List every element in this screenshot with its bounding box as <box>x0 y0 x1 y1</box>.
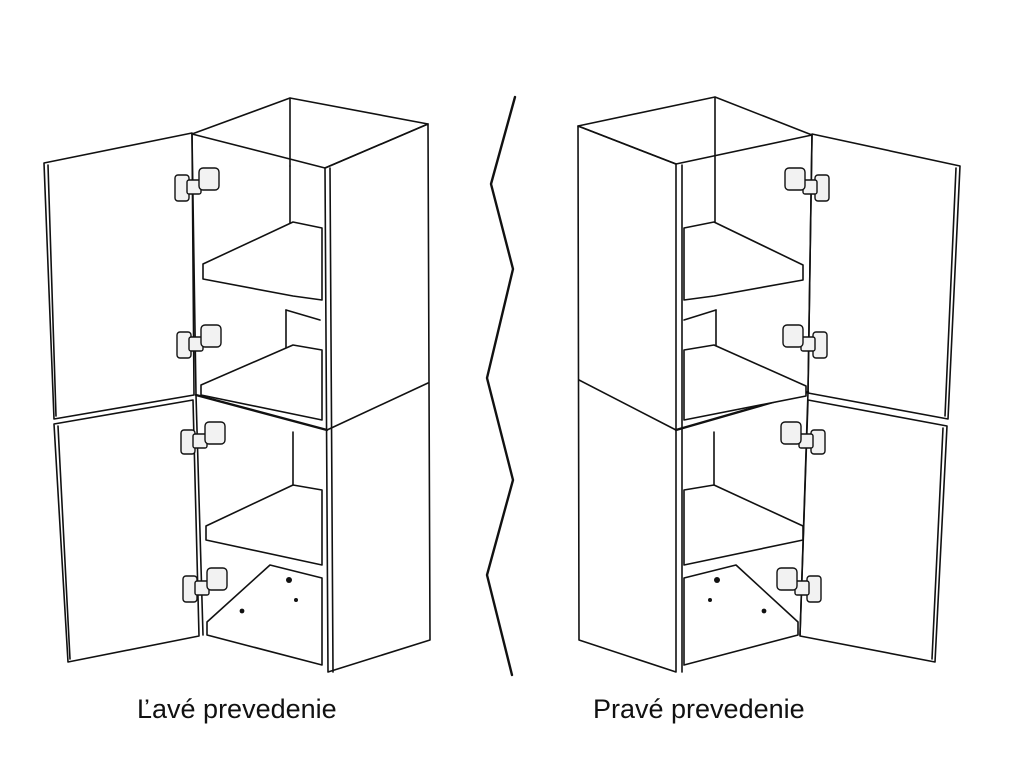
right-cabinet-top <box>577 96 813 165</box>
left-hinge-4 <box>182 567 228 603</box>
right-hinge-3 <box>780 421 826 455</box>
left-cabinet-top <box>191 97 429 169</box>
right-upper-door <box>807 133 961 420</box>
right-lower-shelf-1 <box>683 484 804 566</box>
left-hinge-3 <box>180 421 226 455</box>
right-hinge-4 <box>776 567 822 603</box>
caption-left-version: Ľavé prevedenie <box>137 694 337 724</box>
left-cabinet-side-panel <box>324 123 431 673</box>
left-lower-door <box>53 399 200 663</box>
right-upper-shelf-1 <box>683 221 804 301</box>
left-upper-shelf-1 <box>202 221 323 301</box>
right-lower-door <box>799 399 948 663</box>
right-hinge-1 <box>784 167 830 202</box>
left-lower-shelf-1 <box>205 484 323 566</box>
left-hinge-2 <box>176 324 222 359</box>
right-lower-bottom <box>683 564 799 666</box>
caption-right-version: Pravé prevedenie <box>593 694 805 724</box>
right-cabinet-side-panel <box>577 125 677 673</box>
right-version-cabinet <box>577 96 961 673</box>
left-lower-bottom <box>206 564 323 666</box>
left-hinge-1 <box>174 167 220 202</box>
zigzag-separator <box>485 95 517 677</box>
right-upper-shelf-2 <box>683 344 807 421</box>
right-hinge-2 <box>782 324 828 359</box>
left-version-cabinet <box>43 97 431 673</box>
left-upper-door <box>43 132 195 420</box>
left-upper-shelf-2 <box>200 344 323 421</box>
left-module-joint <box>194 393 329 432</box>
